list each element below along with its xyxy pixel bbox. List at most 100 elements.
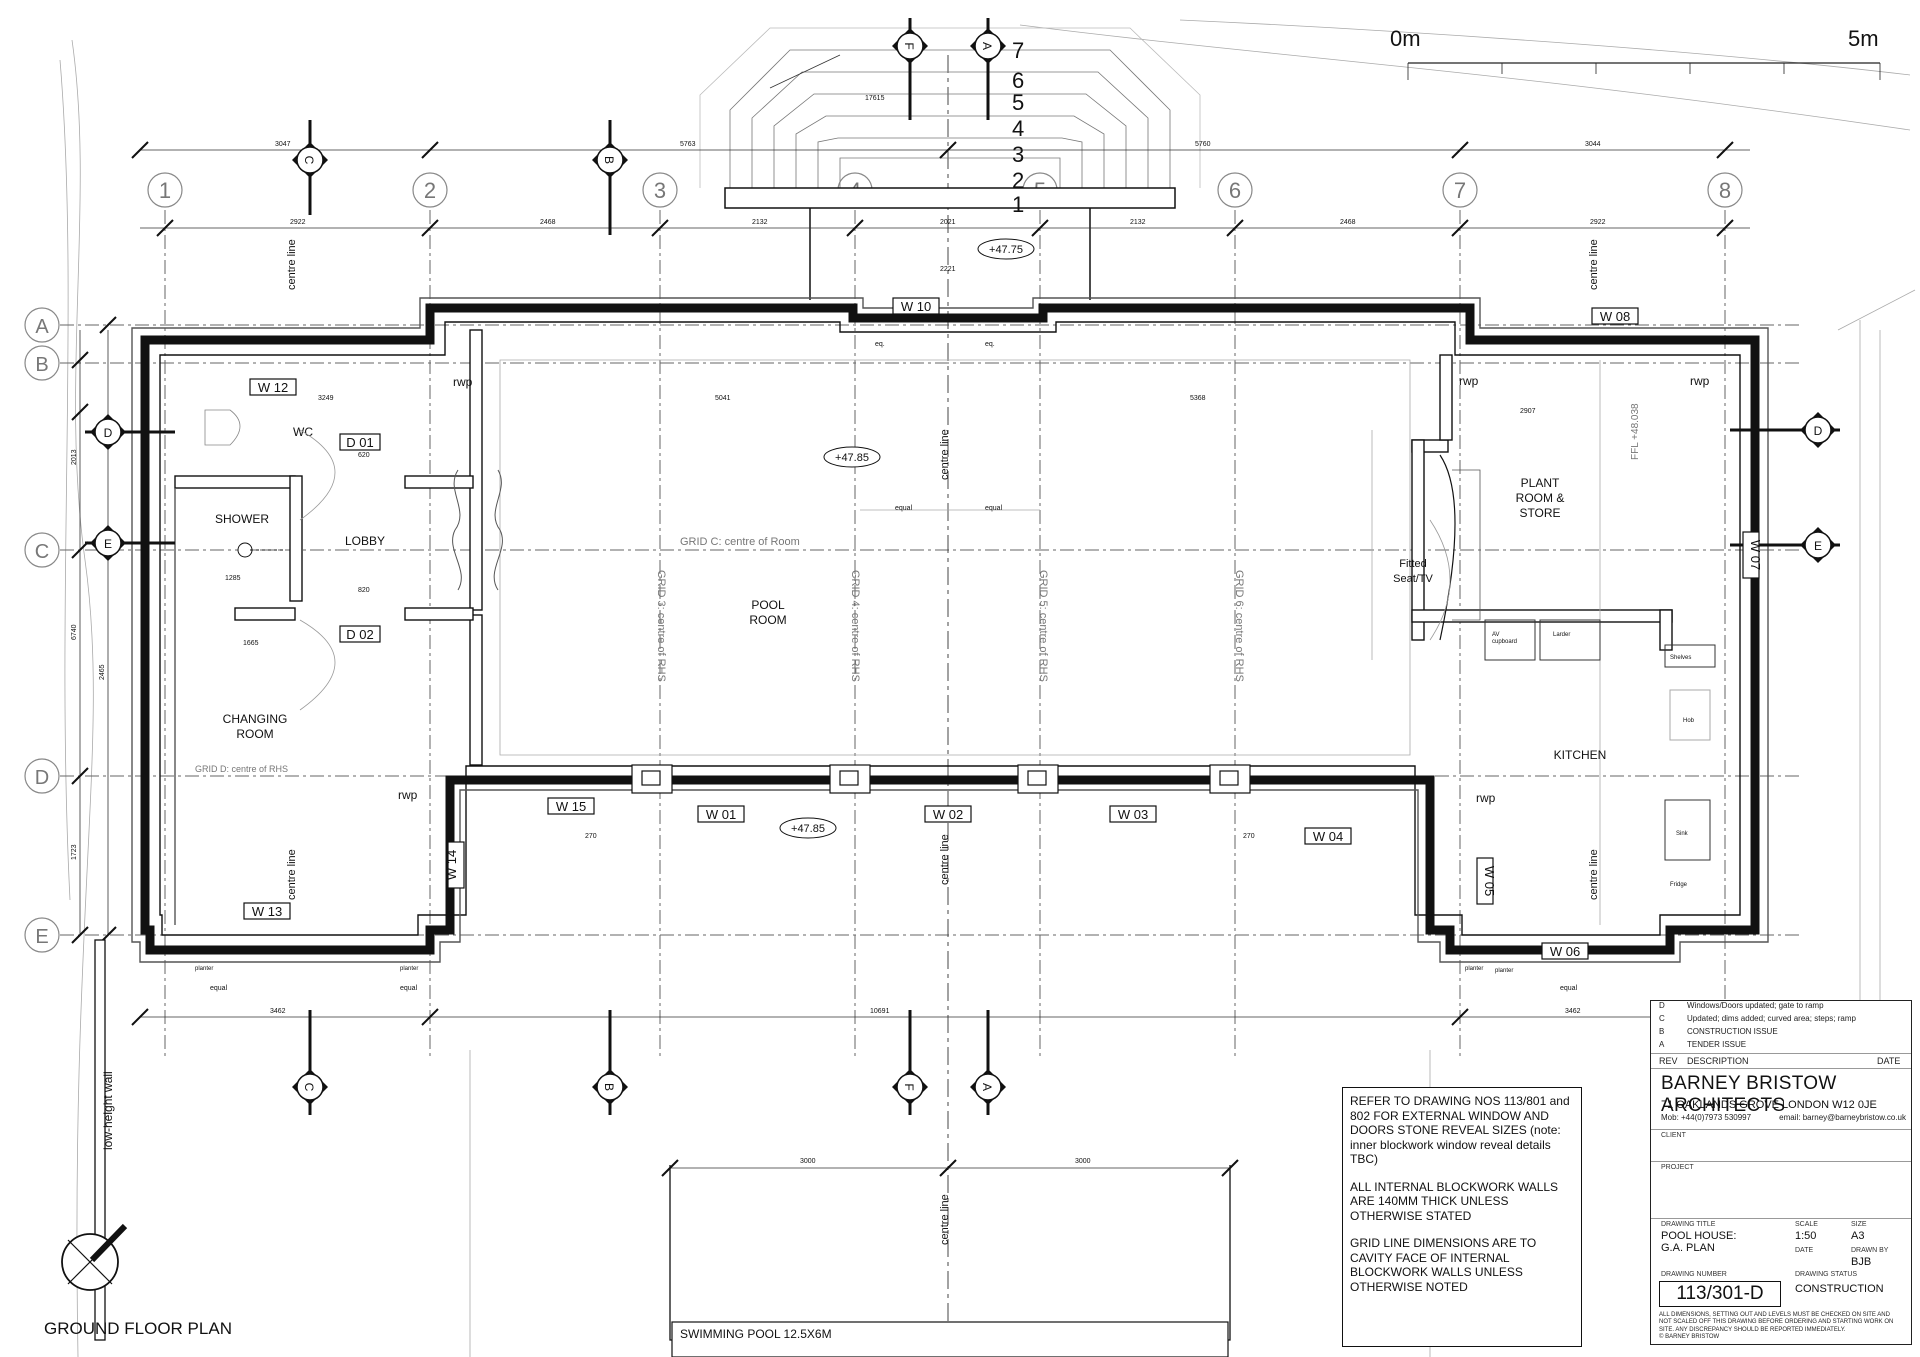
svg-text:2221: 2221 [940,266,956,273]
svg-text:E: E [35,926,48,948]
general-notes: REFER TO DRAWING NOS 113/801 and 802 FOR… [1342,1087,1582,1347]
svg-text:3249: 3249 [318,395,334,402]
room-label-shower: SHOWER [215,512,269,526]
svg-text:A: A [35,316,49,338]
svg-text:D 02: D 02 [346,627,373,642]
room-label-changing-2: ROOM [236,727,273,741]
scale-bar: 0m 5m [1390,26,1881,80]
svg-text:centre line: centre line [286,239,298,290]
pool-label: SWIMMING POOL 12.5X6M [680,1327,832,1341]
svg-text:W 08: W 08 [1600,309,1630,324]
svg-text:W 02: W 02 [933,807,963,822]
svg-text:7: 7 [1454,178,1466,203]
svg-text:2132: 2132 [752,219,768,226]
svg-text:C: C [302,156,316,165]
svg-text:AV: AV [1492,632,1500,638]
svg-text:C: C [302,1083,316,1092]
svg-text:2922: 2922 [1590,219,1606,226]
svg-text:6: 6 [1229,178,1241,203]
internal-dimensions: 5041 5368 3249 620 1285 820 1665 270 270… [210,341,1578,992]
svg-text:FFL +48.038: FFL +48.038 [1630,403,1641,460]
window-tags: W 01 W 02 W 03 W 04 W 05 W 06 W 07 W 08 … [243,297,1763,960]
svg-text:W 14: W 14 [444,850,459,880]
svg-text:D: D [1814,424,1823,438]
svg-text:GRID 5: centre of RHS: GRID 5: centre of RHS [1037,570,1049,682]
svg-text:2132: 2132 [1130,219,1146,226]
svg-text:C: C [35,541,49,563]
room-label-kitchen: KITCHEN [1554,748,1607,762]
scale-end-label: 5m [1848,26,1879,51]
fixtures [204,409,1716,861]
svg-text:5041: 5041 [715,395,731,402]
svg-text:rwp: rwp [398,788,418,802]
svg-text:equal: equal [895,505,913,512]
svg-text:Sink: Sink [1676,831,1689,837]
room-label-pool-2: ROOM [749,613,786,627]
svg-text:B: B [35,354,48,376]
low-wall-label: low-height wall [101,1071,115,1150]
svg-text:rwp: rwp [1476,791,1496,805]
step-number: 6 [1012,68,1024,93]
svg-text:eq.: eq. [985,341,995,348]
svg-text:cupboard: cupboard [1492,639,1517,645]
svg-text:W 15: W 15 [556,799,586,814]
room-label-pool: POOL [751,598,785,612]
svg-text:rwp: rwp [1459,374,1479,388]
svg-text:Larder: Larder [1553,632,1570,638]
svg-text:3000: 3000 [800,1158,816,1165]
svg-text:5368: 5368 [1190,395,1206,402]
svg-text:3462: 3462 [1565,1008,1581,1015]
svg-text:W 01: W 01 [706,807,736,822]
column-piers [631,764,1251,794]
grid-notes: GRID C: centre of Room GRID D: centre of… [195,239,1600,1245]
svg-text:5760: 5760 [1195,141,1211,148]
svg-text:3044: 3044 [1585,141,1601,148]
svg-text:1285: 1285 [225,575,241,582]
swimming-pool: 3000 3000 SWIMMING POOL 12.5X6M [661,1158,1239,1357]
step-number: 4 [1012,116,1024,141]
svg-text:820: 820 [358,587,370,594]
disclaimer: ALL DIMENSIONS, SETTING OUT AND LEVELS M… [1659,1312,1894,1341]
room-label-changing: CHANGING [223,712,288,726]
note-3: GRID LINE DIMENSIONS ARE TO CAVITY FACE … [1350,1236,1537,1294]
grid-lines [60,55,1800,1357]
svg-text:GRID 3: centre of RHS: GRID 3: centre of RHS [655,570,667,682]
step-number: 1 [1012,192,1024,217]
door-tags: D 01 D 02 [299,429,1451,711]
architect-name: BARNEY BRISTOW ARCHITECTS [1661,1073,1837,1116]
svg-text:D: D [35,767,49,789]
low-height-wall: low-height wall [94,939,115,1341]
svg-text:W 12: W 12 [258,380,288,395]
svg-text:F: F [902,42,916,49]
north-arrow-icon [61,1223,128,1291]
svg-text:equal: equal [210,985,228,992]
rainwater-pipes: rwp rwp rwp rwp rwp [398,374,1710,805]
svg-text:2907: 2907 [1520,408,1536,415]
svg-text:E: E [104,537,112,551]
svg-text:2: 2 [424,178,436,203]
room-label-plant-3: STORE [1519,506,1560,520]
svg-text:equal: equal [1560,985,1578,992]
svg-text:270: 270 [1243,833,1255,840]
svg-text:B: B [602,156,616,164]
room-label-plant: PLANT [1521,476,1560,490]
svg-text:620: 620 [358,452,370,459]
svg-text:1665: 1665 [243,640,259,647]
svg-text:2468: 2468 [540,219,556,226]
svg-text:2922: 2922 [290,219,306,226]
svg-text:A: A [980,42,994,50]
step-number: 7 [1012,38,1024,63]
svg-text:3000: 3000 [1075,1158,1091,1165]
svg-text:W 10: W 10 [901,299,931,314]
svg-text:270: 270 [585,833,597,840]
room-label-fitted-2: Seat/TV [1393,573,1433,585]
svg-text:D: D [104,426,113,440]
svg-text:W 07: W 07 [1748,540,1763,570]
svg-text:Hob: Hob [1683,718,1695,724]
svg-text:centre line: centre line [286,849,298,900]
svg-text:1: 1 [159,178,171,203]
svg-text:planter: planter [1465,966,1483,972]
architect-contact: Mob: +44(0)7973 530997 email: barney@bar… [1661,1113,1906,1122]
external-steps: 7 6 5 4 3 2 1 17615 [699,27,1201,300]
